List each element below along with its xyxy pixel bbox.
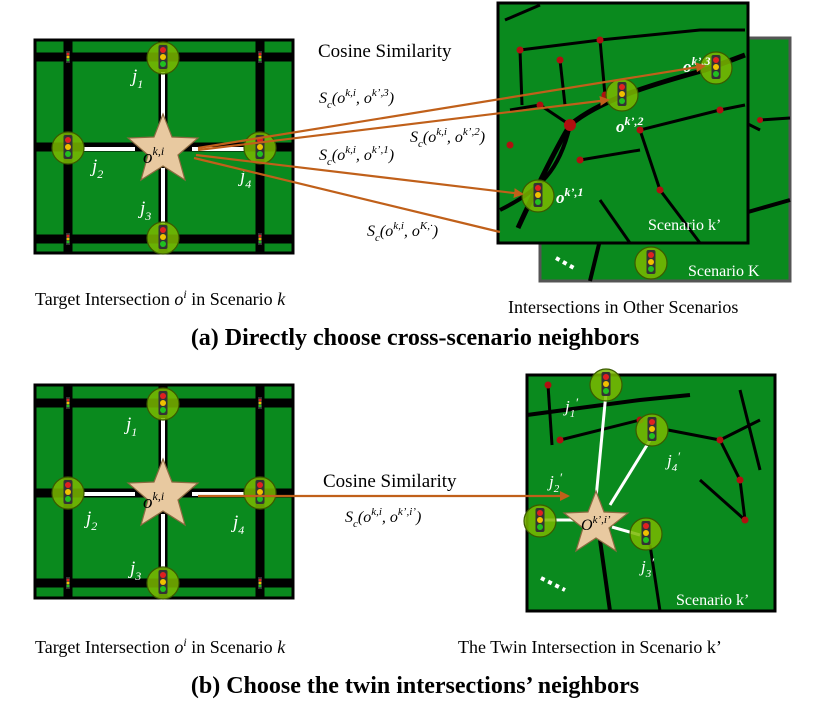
neighbor-j4-label: j4 xyxy=(237,166,251,191)
neighbor-j2-label: j2 xyxy=(89,156,103,181)
center-node-label-bottom: ok,i xyxy=(143,489,164,513)
traffic-light-icon xyxy=(521,179,555,213)
twin-neighbor-j4-label: j4′ xyxy=(665,449,680,474)
neighbor-j1-label: j1 xyxy=(129,66,143,91)
traffic-light-icon xyxy=(634,246,668,280)
traffic-light-icon xyxy=(146,566,180,600)
left-caption-bottom: Target Intersection oi in Scenario k xyxy=(35,635,286,657)
twin-neighbor-j3-label: j3′ xyxy=(639,555,654,580)
center-node-label: ok,i xyxy=(143,144,164,168)
traffic-light-icon xyxy=(146,387,180,421)
sim-label-twin: Sc(ok,i, ok’,i’) xyxy=(345,506,421,530)
scenario-back-label: Scenario K xyxy=(688,263,760,280)
traffic-light-icon xyxy=(51,476,85,510)
traffic-light-icon xyxy=(523,504,557,538)
target-node-2-label: ok’,2 xyxy=(616,114,644,136)
scenario-front-map xyxy=(496,1,750,245)
traffic-light-icon xyxy=(51,131,85,165)
subfigure-title-a: (a) Directly choose cross-scenario neigh… xyxy=(191,325,639,351)
twin-neighbor-j2-label: j2′ xyxy=(547,470,562,495)
sim-label-2: Sc(ok,i, ok’,2) xyxy=(410,126,485,150)
traffic-light-icon xyxy=(629,517,663,551)
twin-center-label: Ok’,i’ xyxy=(581,514,611,534)
target-grid-bottom xyxy=(33,383,295,600)
traffic-light-icon xyxy=(605,78,639,112)
neighbor-j1-label-bottom: j1 xyxy=(123,414,137,439)
twin-neighbor-j1-label: j1′ xyxy=(563,395,578,420)
traffic-light-icon xyxy=(243,476,277,510)
traffic-light-icon xyxy=(589,368,623,402)
twin-star-icon xyxy=(562,489,630,553)
traffic-light-icon xyxy=(635,413,669,447)
left-caption-top: Target Intersection oi in Scenario k xyxy=(35,287,286,309)
traffic-light-icon xyxy=(146,221,180,255)
sim-label-3: Sc(ok,i, ok’,3) xyxy=(319,87,394,111)
sim-label-K: Sc(ok,i, oK,·) xyxy=(367,220,438,244)
neighbor-j3-label: j3 xyxy=(137,198,151,223)
right-caption-bottom: The Twin Intersection in Scenario k’ xyxy=(458,637,722,657)
cosine-similarity-label-top: Cosine Similarity xyxy=(318,41,452,62)
neighbor-j4-label-bottom: j4 xyxy=(230,512,244,537)
subfigure-title-b: (b) Choose the twin intersections’ neigh… xyxy=(191,673,639,699)
cosine-similarity-label-bottom: Cosine Similarity xyxy=(323,471,457,492)
similarity-arrows-top xyxy=(193,62,706,234)
target-grid-top xyxy=(33,38,295,255)
neighbor-j3-label-bottom: j3 xyxy=(127,558,141,583)
twin-scenario-label: Scenario k’ xyxy=(676,592,749,609)
traffic-light-icon xyxy=(146,41,180,75)
sim-label-1: Sc(ok,i, ok’,1) xyxy=(319,144,394,168)
target-node-1-label: ok’,1 xyxy=(556,185,584,207)
neighbor-j2-label-bottom: j2 xyxy=(83,508,97,533)
scenario-front-label: Scenario k’ xyxy=(648,217,721,234)
target-star-icon xyxy=(126,457,200,527)
right-caption-top: Intersections in Other Scenarios xyxy=(508,297,738,317)
target-star-icon xyxy=(126,112,200,182)
